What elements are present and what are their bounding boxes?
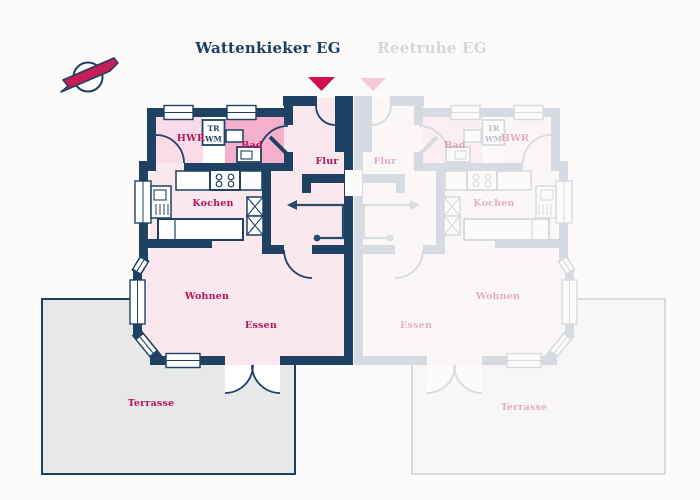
room-label-terrasse: Terrasse xyxy=(128,398,175,409)
room-label-essen: Essen xyxy=(245,320,277,331)
room-label-kochen-faded: Kochen xyxy=(473,198,514,209)
room-label-terrasse-faded: Terrasse xyxy=(501,402,548,413)
room-label-wohnen: Wohnen xyxy=(184,291,229,302)
room-label-kochen: Kochen xyxy=(192,198,233,209)
room-label-tr-faded: TR xyxy=(488,124,501,133)
tab-wattenkieker[interactable]: Wattenkieker EG xyxy=(194,39,341,57)
room-label-wohnen-faded: Wohnen xyxy=(475,291,520,302)
room-label-hwr-faded: HWR xyxy=(501,133,529,144)
room-label-wm: WM xyxy=(204,135,222,144)
entrance-arrow-down-icon xyxy=(308,77,335,91)
inactive-unit-plan[interactable] xyxy=(354,96,665,474)
room-label-flur: Flur xyxy=(315,156,339,167)
compass-icon xyxy=(60,57,119,93)
active-unit-plan xyxy=(42,96,353,474)
room-label-bad: Bad xyxy=(241,140,263,151)
room-label-wm-faded: WM xyxy=(484,135,502,144)
room-label-bad-faded: Bad xyxy=(444,140,466,151)
room-label-hwr: HWR xyxy=(177,133,205,144)
active-room-labels: HWR TR WM Bad Flur Kochen Wohnen Essen T… xyxy=(128,124,339,409)
entrance-arrow-down-faded-icon[interactable] xyxy=(360,78,386,91)
room-label-essen-faded: Essen xyxy=(400,320,432,331)
room-label-tr: TR xyxy=(208,124,221,133)
inactive-room-labels: Flur Bad TR WM HWR Kochen Wohnen Essen T… xyxy=(373,124,547,413)
room-label-flur-faded: Flur xyxy=(373,156,397,167)
tab-reetruhe[interactable]: Reetruhe EG xyxy=(377,39,486,57)
